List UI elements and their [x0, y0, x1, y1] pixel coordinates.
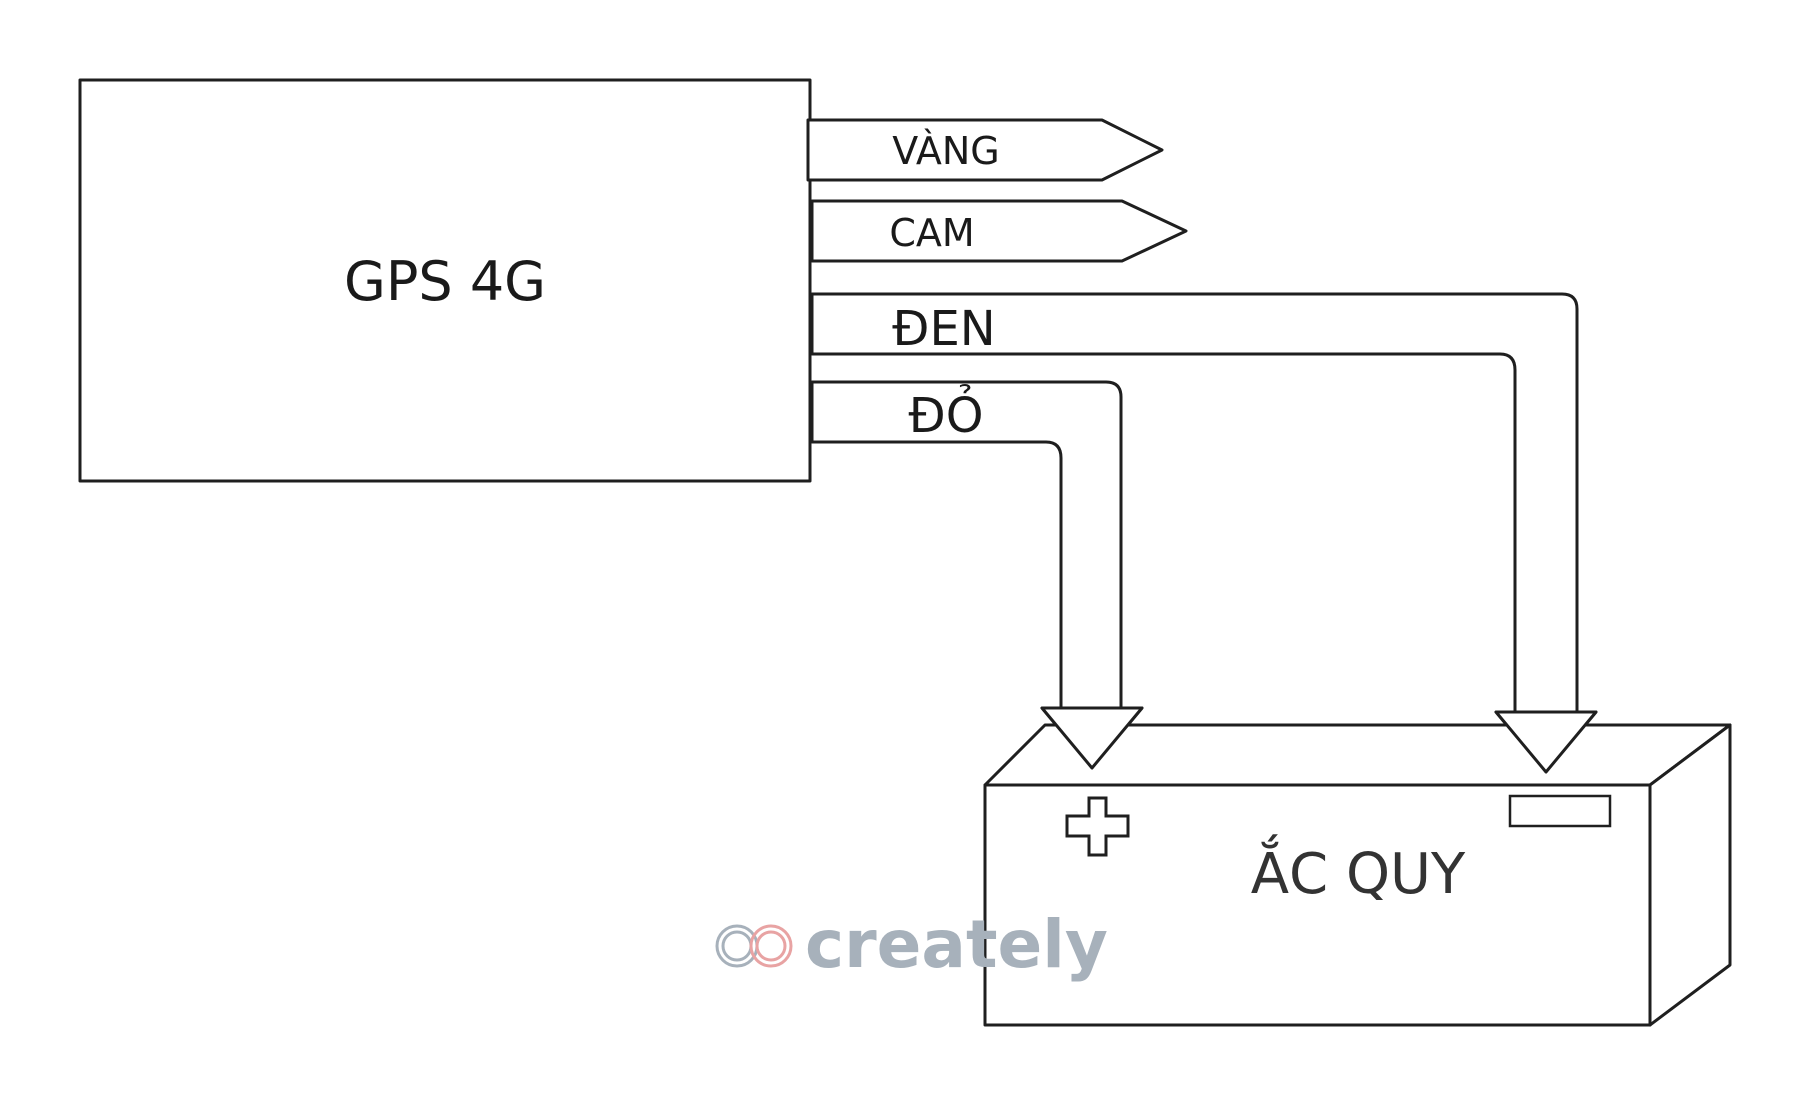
- wire-red-label: ĐỎ: [909, 384, 984, 444]
- wire-yellow-tag: [806, 118, 1164, 182]
- plus-icon: [1065, 796, 1130, 857]
- red-arrow-head: [1040, 706, 1144, 770]
- creately-logo-text: creately: [805, 906, 1108, 983]
- wire-black-label: ĐEN: [892, 301, 995, 357]
- gps-device-label: GPS 4G: [344, 250, 546, 313]
- wire-orange[interactable]: CAM: [810, 199, 1188, 263]
- battery-label: ẮC QUY: [1251, 835, 1466, 907]
- wire-orange-label: CAM: [889, 211, 974, 255]
- minus-icon: [1508, 794, 1612, 828]
- wire-yellow[interactable]: VÀNG: [806, 118, 1164, 182]
- gps-device-box: [78, 78, 812, 483]
- wire-yellow-label: VÀNG: [892, 129, 999, 173]
- black-arrow-head: [1494, 710, 1598, 774]
- creately-watermark: creately: [715, 906, 1108, 983]
- wire-black-arrow: [810, 292, 1598, 774]
- creately-logo-icon: [715, 924, 793, 968]
- wire-black[interactable]: ĐEN: [810, 292, 1598, 774]
- wire-orange-tag: [810, 199, 1188, 263]
- battery[interactable]: ẮC QUY: [983, 706, 1732, 1027]
- gps-device[interactable]: GPS 4G: [78, 78, 812, 483]
